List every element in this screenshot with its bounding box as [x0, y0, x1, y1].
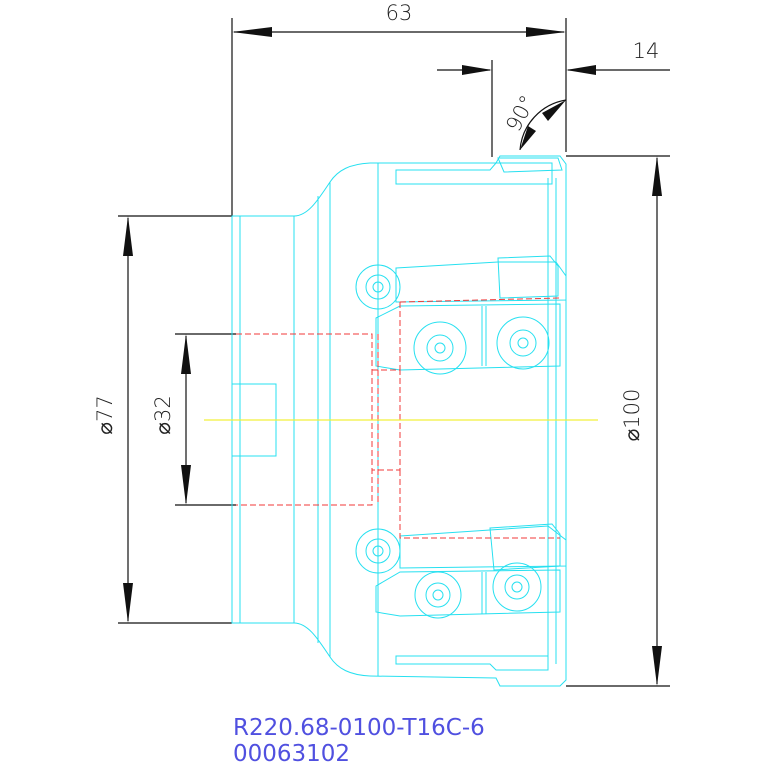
- screw-lower-insert-2: [492, 562, 542, 612]
- shank-diameter-label: ⌀77: [93, 395, 117, 434]
- overall-length-label: 63: [386, 1, 413, 25]
- dimension-overall-length: 63: [231, 1, 567, 216]
- item-code: 00063102: [233, 741, 350, 767]
- screw-upper-insert-1: [413, 321, 467, 375]
- insert-length-label: 14: [633, 39, 660, 63]
- insert-pocket-lower: [399, 525, 567, 569]
- dimension-entering-angle: 90°: [501, 91, 567, 151]
- cutting-diameter-label: ⌀100: [620, 389, 644, 442]
- shoulder-bottom: [293, 622, 371, 677]
- arrowhead-bottom: [123, 583, 133, 623]
- arrowhead-top: [123, 216, 133, 256]
- screw-upper-clamp: [355, 264, 401, 310]
- part-number: R220.68-0100-T16C-6: [233, 715, 485, 741]
- bore-diameter-label: ⌀32: [151, 395, 175, 434]
- arrowhead-top: [542, 100, 566, 121]
- arrowhead-left: [462, 65, 492, 75]
- insert-pocket-upper: [395, 261, 567, 303]
- screw-lower-insert-1: [414, 571, 462, 619]
- body-outline: [369, 155, 567, 687]
- arrowhead-bottom: [652, 646, 662, 686]
- insert-top: [395, 162, 553, 185]
- insert-bottom: [395, 655, 549, 671]
- dimension-insert-length: 14: [437, 39, 670, 157]
- entering-angle-label: 90°: [501, 91, 540, 135]
- arrowhead-right: [526, 27, 566, 37]
- arrowhead-right: [566, 65, 596, 75]
- arrowhead-top: [181, 334, 191, 374]
- dimension-cutting-diameter: ⌀100: [566, 155, 670, 687]
- arrowhead-left: [232, 27, 272, 37]
- cutter-body: [231, 155, 567, 687]
- dimension-bore-diameter: ⌀32: [151, 333, 236, 506]
- hidden-bore: [236, 297, 561, 539]
- shoulder-top: [293, 162, 371, 217]
- screw-lower-clamp: [355, 528, 401, 574]
- arrowhead-bottom: [181, 465, 191, 505]
- arrowhead-top: [652, 156, 662, 196]
- dimension-shank-diameter: ⌀77: [93, 215, 232, 624]
- arrowhead-bottom: [520, 126, 536, 150]
- screw-upper-insert-2: [496, 316, 550, 370]
